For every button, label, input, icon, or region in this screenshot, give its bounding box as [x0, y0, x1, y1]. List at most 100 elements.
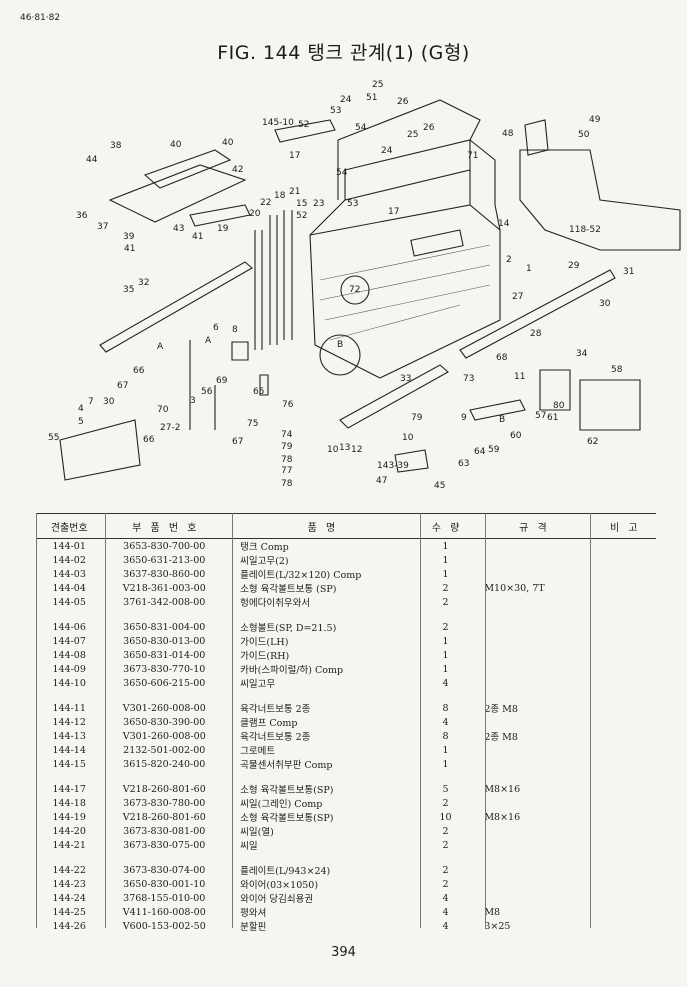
callout-26: 18 [274, 191, 286, 201]
callout-80: 75 [247, 419, 258, 429]
tank-body-drawing [59, 99, 681, 481]
callout-74: 61 [547, 413, 558, 423]
cell-part-name: 씨일고무(2) [240, 556, 289, 567]
callout-67: 70 [157, 405, 169, 415]
cell-index: 144-24 [52, 892, 86, 904]
cell-index: 144-01 [52, 540, 86, 552]
callout-87: 10 [327, 445, 339, 455]
cell-part-name: 소형볼트(SP, D=21.5) [240, 623, 337, 634]
cell-remarks [591, 553, 656, 567]
callout-4: 53 [330, 106, 341, 116]
cell-spec [474, 620, 591, 634]
callout-36: 41 [192, 232, 203, 242]
cell-index: 144-20 [52, 825, 86, 837]
cell-remarks [591, 743, 656, 757]
callout-60: 56 [201, 387, 213, 397]
cell-remarks [591, 581, 656, 595]
callout-10: 50 [578, 130, 590, 140]
cell-spec [474, 715, 591, 729]
cell-spec [474, 877, 591, 891]
cell-quantity: 4 [442, 892, 449, 904]
callout-101: 46·81·82 [20, 13, 60, 23]
header-quantity: 수 량 [416, 513, 475, 539]
cell-part-name: 소형 육각볼트보통(SP) [240, 813, 334, 824]
cell-quantity: 10 [439, 811, 452, 823]
callout-1: 24 [340, 95, 352, 105]
callout-32: 36 [76, 211, 88, 221]
cell-part-number: V218-260-801-60 [122, 783, 206, 795]
cell-remarks [591, 539, 656, 554]
callout-15: 44 [86, 155, 98, 165]
callout-38: 20 [249, 209, 261, 219]
callout-71: 73 [463, 374, 474, 384]
group-spacer [36, 852, 656, 863]
callout-90: 10 [402, 433, 414, 443]
cell-part-name: 소형 육각볼트보통(SP) [240, 785, 334, 796]
table-rule-4 [485, 513, 486, 928]
callout-50: 6 [213, 323, 219, 333]
callout-39: 2 [506, 255, 512, 265]
callout-79: 67 [232, 437, 243, 447]
callout-83: 78 [281, 455, 293, 465]
cell-part-name: 가이드(LH) [240, 637, 289, 648]
cell-part-number: 3673-830-074-00 [123, 864, 206, 876]
cell-remarks [591, 662, 656, 676]
cell-part-name: 가이드(RH) [240, 651, 290, 662]
cell-remarks [591, 891, 656, 905]
callout-62: 68 [496, 353, 508, 363]
cell-index: 144-17 [52, 783, 86, 795]
callout-91: 9 [461, 413, 467, 423]
callout-31: 118-52 [569, 225, 601, 235]
callout-24: 21 [289, 187, 300, 197]
callout-40: 1 [526, 264, 532, 274]
cell-remarks [591, 715, 656, 729]
cell-remarks [591, 838, 656, 852]
cell-part-number: 3650-830-013-00 [123, 635, 206, 647]
callout-19: 26 [423, 123, 435, 133]
cell-remarks [591, 905, 656, 919]
cell-spec [474, 648, 591, 662]
cell-part-name: 평와셔 [240, 908, 267, 919]
cell-quantity: 2 [442, 621, 449, 633]
cell-spec: M8 [484, 906, 501, 918]
callout-77: 27-2 [160, 423, 180, 433]
cell-remarks [591, 919, 656, 933]
cell-index: 144-02 [52, 554, 86, 566]
cell-part-number: V218-260-801-60 [122, 811, 206, 823]
callout-13: 40 [170, 140, 182, 150]
cell-part-number: 3761-342-008-00 [123, 596, 206, 608]
cell-part-name: 씨일(열) [240, 827, 274, 838]
cell-part-number: 3637-830-860-00 [123, 568, 206, 580]
cell-index: 144-18 [52, 797, 86, 809]
cell-remarks [591, 634, 656, 648]
cell-part-number: V301-260-008-00 [122, 730, 206, 742]
cell-remarks [591, 567, 656, 581]
callout-48: 30 [599, 299, 611, 309]
callout-17: 71 [467, 151, 478, 161]
cell-part-name: 육각너트보통 2종 [240, 704, 311, 715]
callout-72: 11 [514, 372, 525, 382]
callout-16: 42 [232, 165, 243, 175]
callout-22: 23 [313, 199, 324, 209]
cell-remarks [591, 620, 656, 634]
header-remarks: 비 고 [591, 513, 656, 539]
callout-29: 17 [388, 207, 399, 217]
callout-75: 80 [553, 401, 565, 411]
cell-index: 144-13 [52, 730, 86, 742]
cell-part-name: 육각너트보통 2종 [240, 732, 311, 743]
cell-part-number: 3768-155-010-00 [123, 892, 206, 904]
callout-25: 22 [260, 198, 271, 208]
callout-37: 19 [217, 224, 229, 234]
cell-spec [474, 634, 591, 648]
cell-index: 144-05 [52, 596, 86, 608]
cell-spec [474, 796, 591, 810]
